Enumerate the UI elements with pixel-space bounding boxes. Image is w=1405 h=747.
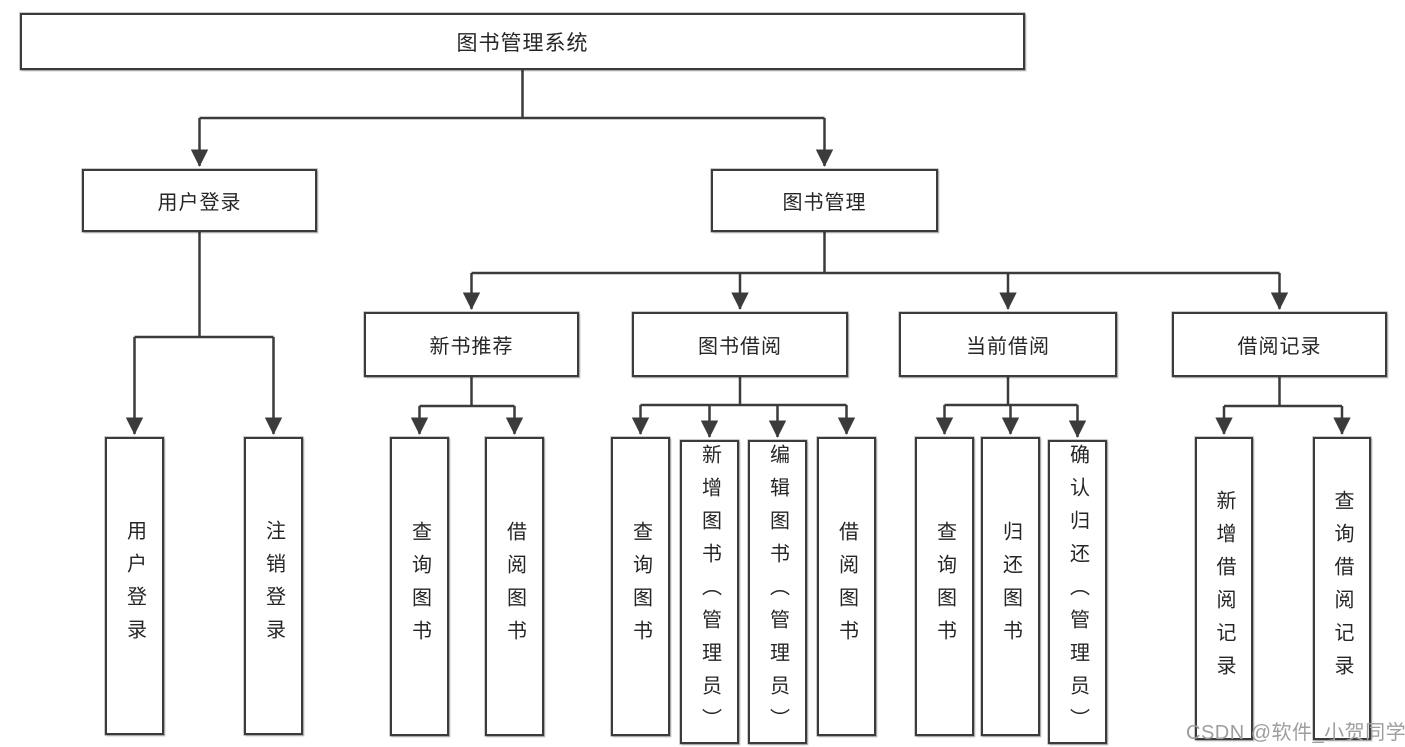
leaf-current-confirm-return-admin: 确认归还（管理员） [1048,440,1107,744]
leaf-records-add-record: 新增借阅记录 [1195,437,1253,740]
node-library-system: 图书管理系统 [20,13,1025,70]
leaf-current-query-book: 查询图书 [915,437,974,736]
leaf-logout: 注销登录 [244,437,303,735]
leaf-recommend-borrow-book: 借阅图书 [485,437,544,736]
node-book-borrow: 图书借阅 [632,312,848,377]
leaf-borrow-edit-book-admin: 编辑图书（管理员） [748,440,807,744]
leaf-current-return-book: 归还图书 [981,437,1040,736]
node-new-book-recommend: 新书推荐 [364,312,579,377]
connector-arrows [125,118,1351,438]
node-borrow-records: 借阅记录 [1172,312,1387,377]
leaf-recommend-query-book: 查询图书 [390,437,449,736]
leaf-borrow-borrow-book: 借阅图书 [817,437,876,736]
node-user-login: 用户登录 [82,169,317,232]
leaf-borrow-query-book: 查询图书 [611,437,670,736]
leaf-borrow-add-book-admin: 新增图书（管理员） [680,440,739,744]
leaf-records-query-record: 查询借阅记录 [1313,437,1371,740]
node-current-borrow: 当前借阅 [899,312,1117,377]
node-book-management: 图书管理 [711,169,938,232]
leaf-user-login: 用户登录 [105,437,164,735]
csdn-watermark: CSDN @软件_小贺同学 [1186,722,1405,744]
